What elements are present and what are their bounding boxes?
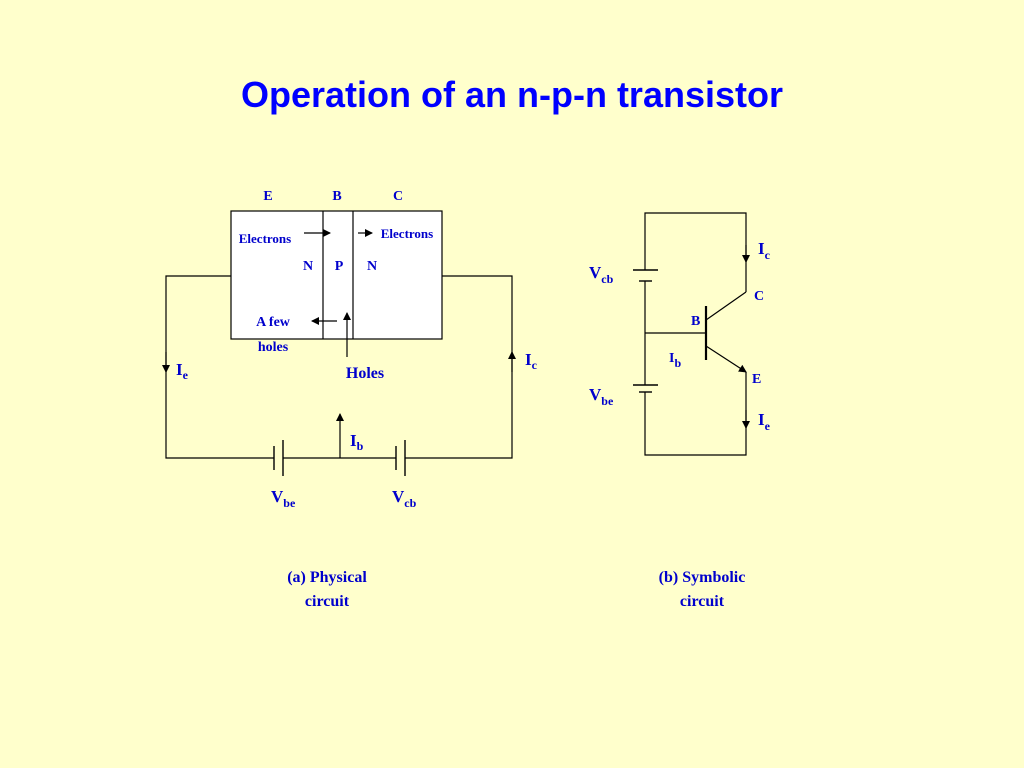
ib-label: Ib <box>350 431 364 453</box>
label-c: C <box>393 189 403 204</box>
physical-circuit: E B C N P N Electrons Electrons A few ho… <box>162 189 538 610</box>
few-holes-line2: holes <box>258 340 289 355</box>
slide-title: Operation of an n-p-n transistor <box>240 74 783 115</box>
sym-top-wire <box>644 212 747 292</box>
sym-ie-label: Ie <box>758 410 771 433</box>
region-p-base: P <box>335 259 344 274</box>
electrons-label-left: Electrons <box>239 231 291 246</box>
caption-physical-line2: circuit <box>305 593 350 610</box>
sym-emitter-lead <box>705 345 747 373</box>
sym-vcb-label: Vcb <box>589 263 614 286</box>
few-holes-line1: A few <box>256 315 291 330</box>
vcb-label: Vcb <box>392 487 417 510</box>
symbolic-circuit: Vcb Vbe Ic Ie Ib C B E (b) Symbolic circ… <box>589 212 771 610</box>
label-b: B <box>332 189 341 204</box>
ie-label: Ie <box>176 360 189 382</box>
sym-b-label: B <box>691 314 700 329</box>
sym-collector-lead <box>705 291 747 321</box>
caption-symbolic-line2: circuit <box>680 593 725 610</box>
region-n-collector: N <box>367 259 377 274</box>
sym-vbe-label: Vbe <box>589 385 614 408</box>
electrons-label-right: Electrons <box>381 226 433 241</box>
sym-bottom-wire <box>644 372 747 456</box>
vbe-label: Vbe <box>271 487 296 510</box>
ic-label: Ic <box>525 350 538 372</box>
caption-symbolic-line1: (b) Symbolic <box>659 569 746 586</box>
sym-c-label: C <box>754 289 764 304</box>
sym-ic-label: Ic <box>758 239 771 262</box>
holes-label: Holes <box>346 365 384 382</box>
sym-ib-label: Ib <box>669 351 681 370</box>
region-n-emitter: N <box>303 259 313 274</box>
caption-physical-line1: (a) Physical <box>287 569 367 586</box>
sym-e-label: E <box>752 372 761 387</box>
label-e: E <box>263 189 272 204</box>
transistor-block <box>230 210 443 340</box>
